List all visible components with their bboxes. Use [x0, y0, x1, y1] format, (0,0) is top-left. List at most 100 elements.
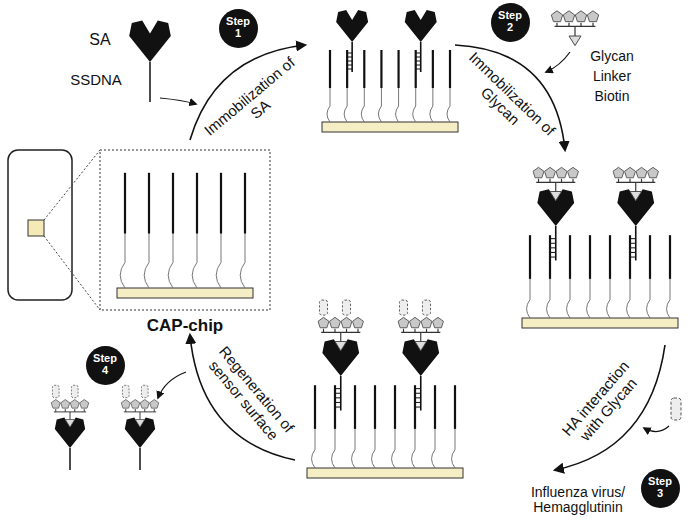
step-title: HA interaction with Glycan	[550, 348, 654, 460]
hemagglutinin	[399, 300, 407, 315]
glycan	[421, 317, 432, 327]
linker-strand	[168, 234, 173, 288]
linker-strand	[144, 234, 149, 288]
base-pair	[335, 397, 341, 398]
biotin	[569, 36, 581, 46]
glycan	[70, 400, 79, 409]
glycan	[330, 317, 341, 327]
base-pair	[415, 393, 421, 394]
linker-strand	[587, 279, 590, 318]
glycan	[625, 167, 636, 177]
ssdna	[434, 385, 436, 429]
linker-strand	[567, 279, 570, 318]
ssdna	[397, 50, 399, 88]
linker-strand	[352, 429, 355, 468]
part-label: Glycan	[590, 49, 634, 64]
ssdna	[380, 50, 382, 88]
zoom-line	[44, 150, 100, 310]
biotin	[135, 420, 145, 428]
linker-strand	[527, 279, 530, 318]
base-pair	[347, 53, 352, 54]
glycan	[80, 400, 89, 409]
linker-strand	[120, 234, 125, 288]
part-label: SSDNA	[70, 72, 122, 89]
biotin	[630, 192, 642, 201]
base-pair	[347, 65, 352, 66]
linker-strand	[627, 279, 630, 318]
ssdna	[529, 235, 531, 279]
substrate	[117, 288, 253, 298]
glycan	[613, 167, 624, 177]
hemagglutinin	[319, 300, 327, 315]
linker-strand	[447, 88, 450, 122]
hemagglutinin	[52, 385, 59, 397]
glycan	[533, 167, 544, 177]
base-pair	[630, 257, 636, 258]
base-pair	[335, 393, 341, 394]
glycan	[556, 167, 567, 177]
hemagglutinin	[671, 398, 681, 420]
glycan	[648, 167, 659, 177]
ssdna	[220, 173, 222, 234]
streptavidin	[55, 418, 85, 448]
linker	[54, 409, 86, 419]
linker-strand	[312, 429, 315, 468]
base-pair	[630, 247, 636, 248]
step-badge: Step 2	[491, 3, 530, 42]
linker-strand	[332, 429, 335, 468]
step-badge: Step 3	[641, 469, 680, 508]
linker-strand	[372, 429, 375, 468]
base-pair	[550, 247, 556, 248]
base-pair	[415, 397, 421, 398]
streptavidin	[322, 339, 359, 376]
ssdna	[449, 50, 451, 88]
step-badge: Step 4	[86, 346, 125, 385]
base-pair	[347, 69, 352, 70]
glycan	[575, 11, 586, 22]
ssdna	[363, 50, 365, 88]
base-pair	[416, 57, 421, 58]
chip-title: CAP-chip	[147, 317, 224, 336]
ssdna	[172, 173, 174, 234]
sensor-spot	[28, 220, 44, 236]
streptavidin	[129, 20, 171, 62]
linker-strand	[430, 88, 433, 122]
step-title: Regeneration of sensor surface	[197, 337, 303, 454]
glycan	[568, 167, 579, 177]
streptavidin	[402, 339, 439, 376]
linker-strand	[392, 429, 395, 468]
step-title: Immobilization of Glycan	[450, 45, 563, 156]
ssdna	[69, 448, 71, 470]
linker-strand	[216, 234, 221, 288]
substrate	[307, 468, 463, 478]
base-pair	[347, 61, 352, 62]
streptavidin	[537, 189, 574, 226]
ssdna	[244, 173, 246, 234]
reagent-arrow	[160, 98, 196, 104]
base-pair	[416, 53, 421, 54]
biotin	[550, 192, 562, 201]
biotin	[335, 342, 347, 351]
reagent-arrow	[644, 426, 669, 432]
ssdna	[148, 173, 150, 234]
streptavidin	[336, 10, 368, 42]
base-pair	[630, 238, 636, 239]
ssdna	[329, 50, 331, 88]
ssdna	[432, 50, 434, 88]
ssdna	[569, 235, 571, 279]
reagent-arrow	[546, 52, 570, 72]
linker-strand	[361, 88, 364, 122]
ssdna	[394, 385, 396, 429]
linker-strand	[344, 88, 347, 122]
glycan	[353, 317, 364, 327]
glycan	[545, 167, 556, 177]
step-label: Step 4	[92, 353, 118, 376]
ssdna	[649, 235, 651, 279]
base-pair	[550, 238, 556, 239]
base-pair	[416, 61, 421, 62]
linker-strand	[378, 88, 381, 122]
streptavidin	[125, 418, 155, 448]
base-pair	[415, 388, 421, 389]
linker-strand	[667, 279, 670, 318]
streptavidin	[617, 189, 654, 226]
